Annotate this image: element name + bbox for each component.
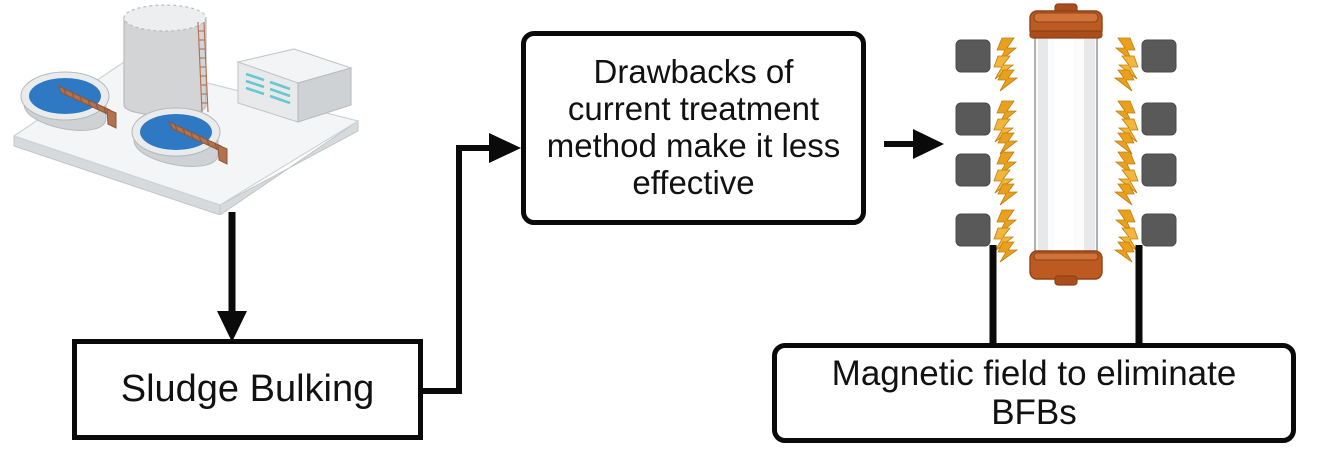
- node-magnetic-field-label: Magnetic field to eliminate BFBs: [831, 353, 1237, 432]
- electromagnet-right: [1113, 151, 1177, 206]
- wastewater-plant-illustration: [12, 4, 360, 215]
- node-sludge-bulking-label: Sludge Bulking: [120, 368, 375, 411]
- node-drawbacks-label: Drawbacks of current treatment method ma…: [546, 53, 841, 201]
- spark-icon: [1113, 209, 1139, 263]
- rake-arm-icon: [56, 84, 117, 129]
- spark-icon: [1113, 37, 1139, 92]
- electromagnet-left: [955, 37, 1019, 92]
- spark-icon: [1113, 151, 1139, 206]
- reactor-top-cap-icon: [1029, 3, 1103, 39]
- spark-icon: [993, 37, 1019, 92]
- node-magnetic-field[interactable]: Magnetic field to eliminate BFBs: [772, 343, 1296, 443]
- rake-arm-icon: [167, 120, 228, 165]
- operations-building-icon: [236, 48, 353, 123]
- electromagnet-right: [1113, 37, 1177, 92]
- clarifier-tank-icon: [131, 107, 228, 167]
- digester-tank-icon: [123, 4, 209, 117]
- edge-drawbacks-to-reactor: [884, 129, 944, 159]
- clarifier-tank-icon: [20, 71, 117, 131]
- electromagnet-left: [955, 100, 1019, 155]
- reactor-tube-icon: [1034, 27, 1098, 261]
- edge-sludge-to-drawbacks: [423, 133, 521, 394]
- spark-icon: [993, 100, 1019, 155]
- spark-icon: [993, 151, 1019, 206]
- electromagnet-right: [1113, 209, 1177, 263]
- edge-reactor-to-magnetic-field: [989, 245, 1143, 345]
- reactor-bottom-cap-icon: [1029, 250, 1103, 286]
- electromagnet-left: [955, 209, 1019, 263]
- magnetic-reactor-illustration: [955, 3, 1177, 286]
- spark-icon: [1113, 100, 1139, 155]
- electromagnet-right: [1113, 100, 1177, 155]
- node-sludge-bulking[interactable]: Sludge Bulking: [72, 339, 423, 440]
- edge-plant-to-sludge: [217, 212, 247, 342]
- spark-icon: [993, 209, 1019, 263]
- electromagnet-left: [955, 151, 1019, 206]
- node-drawbacks[interactable]: Drawbacks of current treatment method ma…: [521, 31, 866, 225]
